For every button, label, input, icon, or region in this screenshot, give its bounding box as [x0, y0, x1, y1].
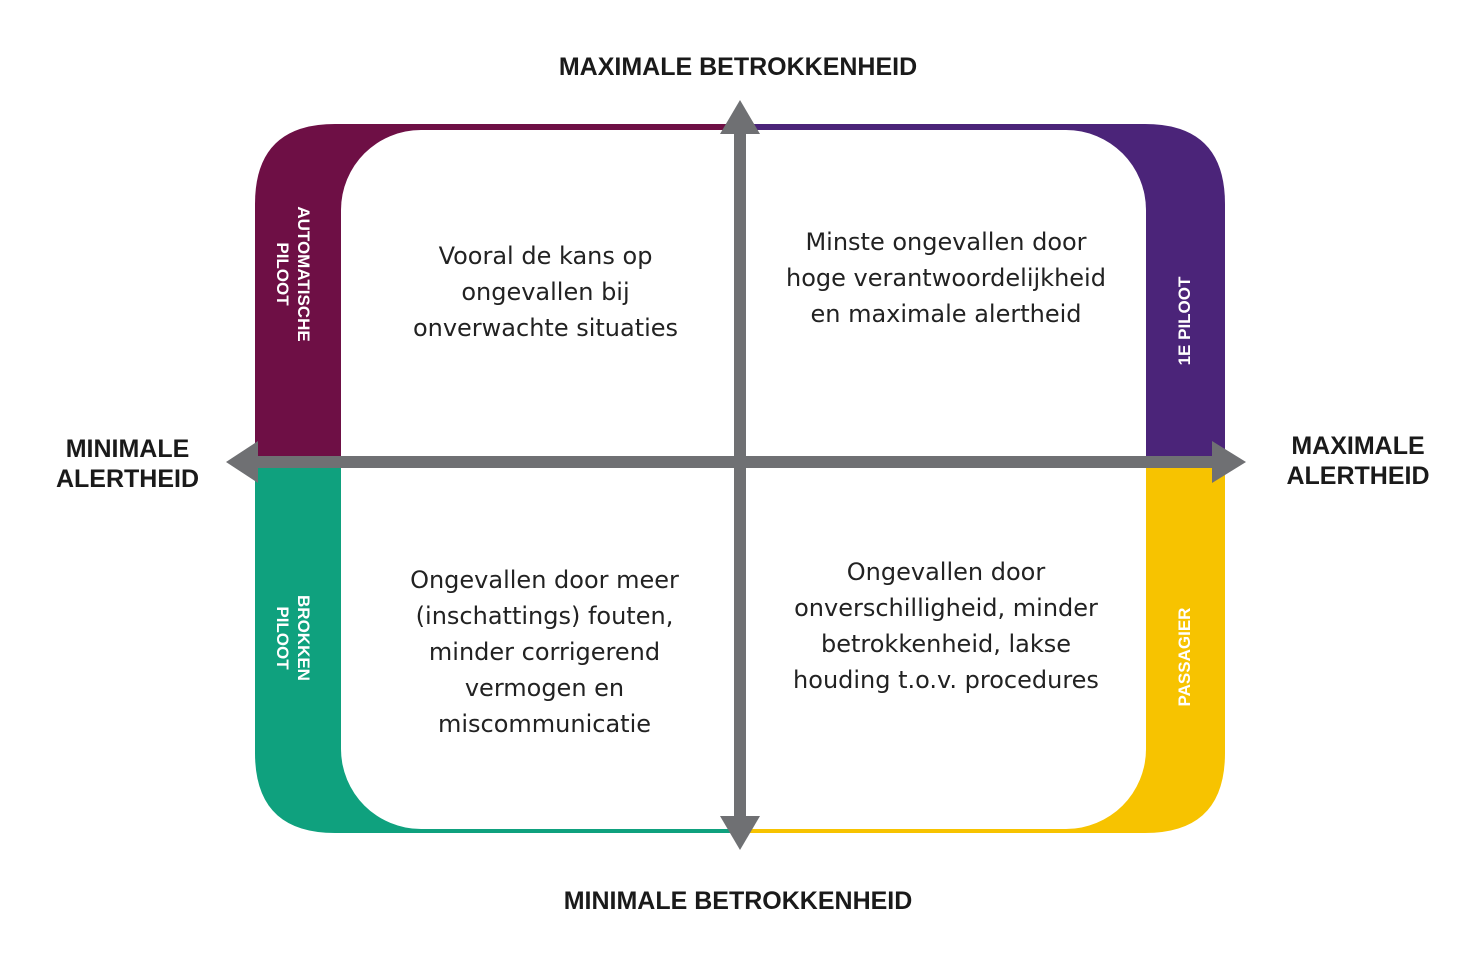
band-label-bottom-left: BROKKEN PILOOT	[272, 583, 314, 693]
axis-label-right-line-1: MAXIMALE	[1291, 432, 1425, 460]
vertical-axis	[720, 100, 760, 850]
band-label-top-left-line-2: PILOOT	[273, 242, 292, 306]
quadrant-text-top-left: Vooral de kans op ongevallen bij onverwa…	[412, 242, 679, 342]
band-label-top-left-line-1: AUTOMATISCHE	[294, 206, 313, 342]
axis-label-bottom: MINIMALE BETROKKENHEID	[563, 887, 913, 915]
band-label-bottom-left-line-2: PILOOT	[273, 606, 292, 670]
band-label-bottom-left-line-1: BROKKEN	[294, 595, 313, 681]
quadrant-text-top-right: Minste ongevallen door hoge verantwoorde…	[786, 228, 1106, 328]
axis-label-right: MAXIMALE ALERTHEID	[1268, 431, 1448, 491]
band-label-bottom-right-line-1: PASSAGIER	[1175, 607, 1194, 707]
band-label-top-right-line-1: 1E PILOOT	[1175, 276, 1194, 366]
horizontal-axis	[226, 441, 1246, 483]
axis-label-right-line-2: ALERTHEID	[1286, 462, 1430, 490]
axis-label-left-line-1: MINIMALE	[65, 435, 190, 463]
axis-label-left-line-2: ALERTHEID	[55, 465, 200, 493]
quadrant-text-bottom-left: Ongevallen door meer (inschattings) fout…	[410, 566, 679, 738]
quadrant-text-bottom-right: Ongevallen door onverschilligheid, minde…	[793, 558, 1099, 694]
band-label-top-right: 1E PILOOT	[1174, 261, 1196, 381]
band-label-top-left: AUTOMATISCHE PILOOT	[272, 189, 314, 359]
band-label-bottom-right: PASSAGIER	[1174, 597, 1196, 717]
axis-label-top: MAXIMALE BETROKKENHEID	[558, 53, 918, 81]
axis-label-left: MINIMALE ALERTHEID	[40, 434, 215, 494]
